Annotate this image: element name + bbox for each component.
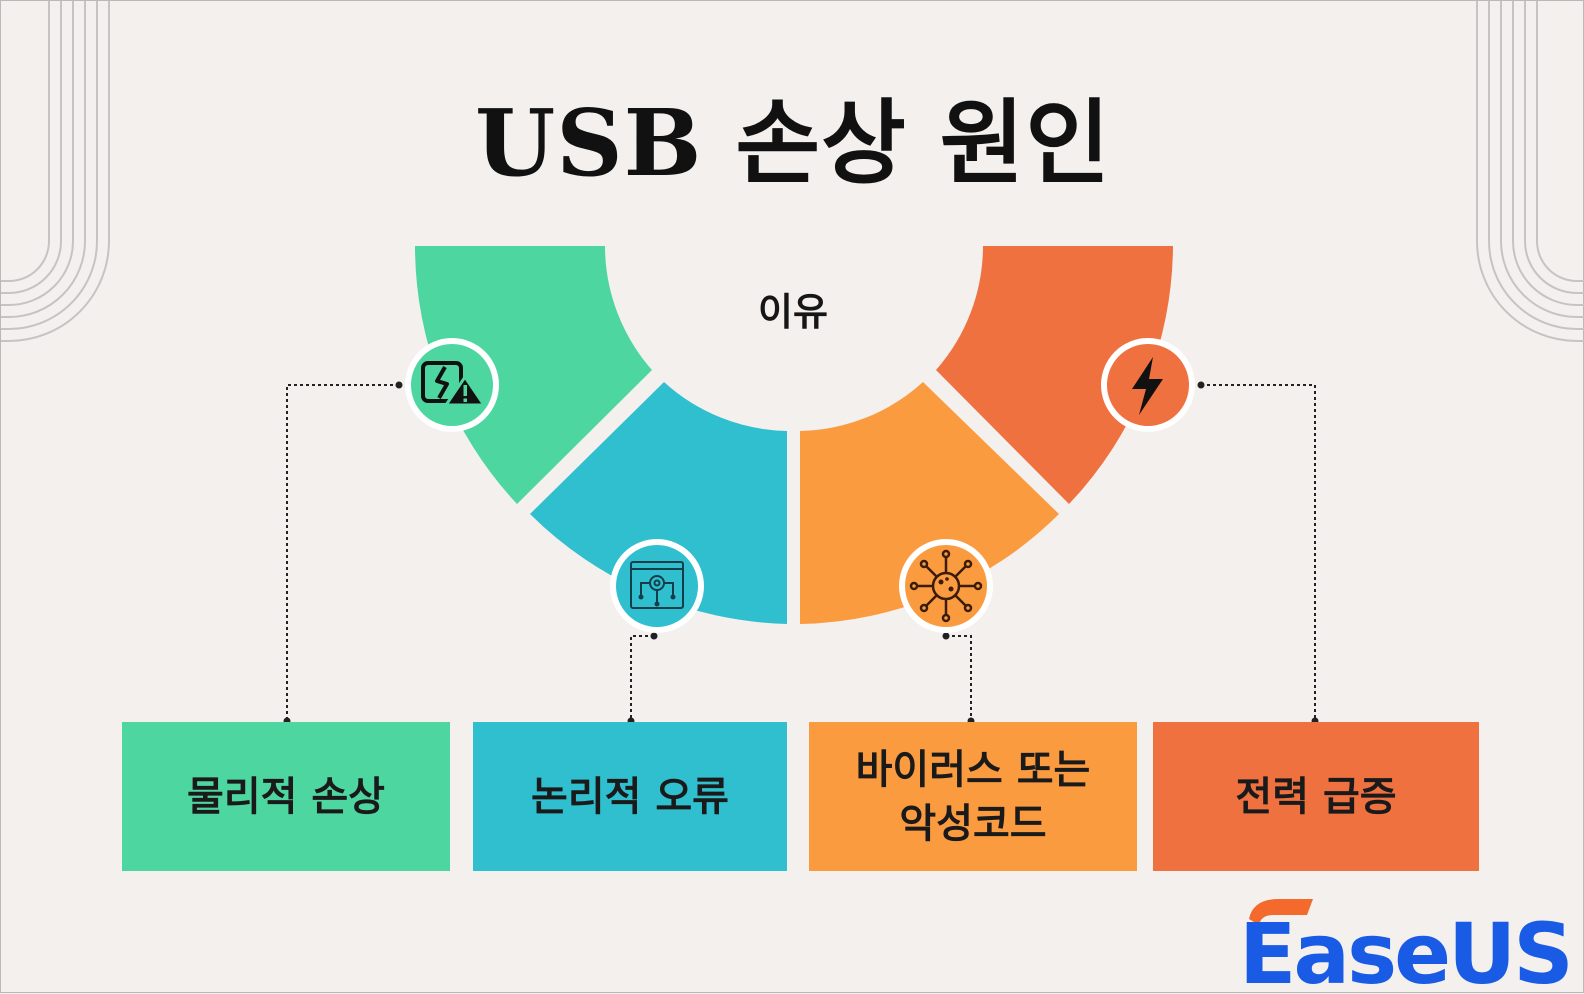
cause-box-virus-malware: 바이러스 또는 악성코드 bbox=[809, 722, 1137, 871]
segment-logical-error bbox=[530, 382, 787, 624]
cause-box-logical-error: 논리적 오류 bbox=[473, 722, 787, 871]
easeus-logo: EaseUS bbox=[1239, 891, 1583, 991]
cause-label: 전력 급증 bbox=[1235, 773, 1397, 820]
cause-label: 논리적 오류 bbox=[531, 773, 729, 820]
segment-physical-damage bbox=[415, 246, 652, 504]
left-corner-decoration bbox=[1, 1, 110, 342]
cause-label: 바이러스 또는 악성코드 bbox=[855, 746, 1091, 847]
connector-virus bbox=[946, 635, 972, 721]
right-corner-decoration bbox=[1476, 1, 1584, 342]
page-title: USB 손상 원인 bbox=[474, 89, 1112, 197]
segment-virus-malware bbox=[800, 382, 1059, 624]
connector-physical bbox=[286, 384, 399, 721]
svg-text:EaseUS: EaseUS bbox=[1239, 905, 1571, 991]
center-label: 이유 bbox=[758, 290, 828, 334]
cause-box-power-surge: 전력 급증 bbox=[1153, 722, 1479, 871]
virus-icon bbox=[899, 539, 993, 633]
cause-box-physical-damage: 물리적 손상 bbox=[122, 722, 450, 871]
circuit-board-icon bbox=[610, 539, 704, 633]
cause-label: 물리적 손상 bbox=[187, 773, 385, 820]
broken-device-warning-icon bbox=[405, 338, 499, 432]
lightning-bolt-icon bbox=[1101, 338, 1195, 432]
connector-power bbox=[1201, 384, 1316, 721]
connector-logical bbox=[630, 635, 654, 721]
segment-power-surge bbox=[936, 246, 1173, 504]
